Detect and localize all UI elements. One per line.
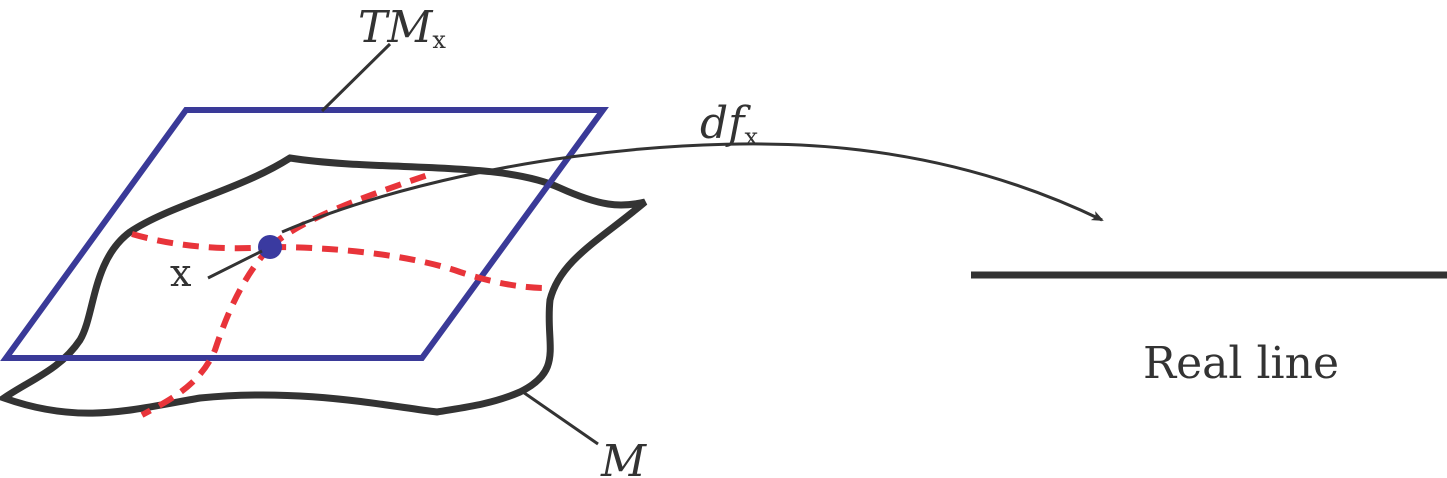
tangent-plane — [0, 107, 609, 361]
coordinate-curve-lower — [140, 244, 273, 418]
manifold-label-leader-line — [519, 388, 599, 446]
manifold-label: M — [600, 436, 647, 478]
differential-map-arrow — [281, 142, 1104, 234]
manifold-surface — [0, 154, 648, 417]
point-leader-line — [207, 249, 263, 280]
differential-label: dfx — [700, 98, 758, 151]
point-marker — [258, 235, 282, 259]
coordinate-curve-horizontal-right — [269, 244, 547, 291]
real-line-label: Real line — [1143, 338, 1339, 389]
tangent-label-leader-line — [320, 42, 392, 113]
point-label: x — [170, 251, 191, 295]
coordinate-curve-horizontal-left — [131, 231, 271, 252]
coordinate-curve-upper — [267, 172, 429, 250]
tangent-space-label: TMx — [358, 2, 446, 54]
